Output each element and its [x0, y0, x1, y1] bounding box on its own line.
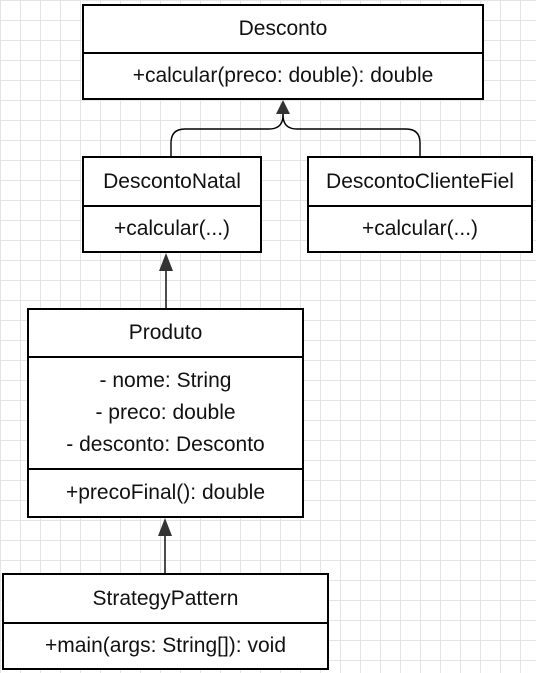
class-methods-descontonatal: +calcular(...) — [84, 207, 260, 251]
inheritance-connector-descontonatal — [170, 112, 284, 157]
attribute-nome: - nome: String — [99, 369, 232, 392]
class-box-descontoclientefiel[interactable]: DescontoClienteFiel +calcular(...) — [307, 156, 533, 253]
class-box-produto[interactable]: Produto - nome: String - preco: double -… — [27, 308, 304, 518]
class-name-descontoclientefiel: DescontoClienteFiel — [309, 158, 531, 207]
method-precofinal: +precoFinal(): double — [65, 481, 266, 504]
arrowhead-descontonatal — [159, 253, 173, 271]
method-calcular: +calcular(preco: double): double — [132, 64, 434, 87]
method-calcular: +calcular(...) — [113, 217, 231, 240]
method-main: +main(args: String[]): void — [44, 634, 286, 657]
class-attributes-produto: - nome: String - preco: double - descont… — [29, 358, 302, 470]
class-name-strategypattern: StrategyPattern — [4, 575, 327, 624]
class-methods-desconto: +calcular(preco: double): double — [84, 54, 482, 98]
class-box-descontonatal[interactable]: DescontoNatal +calcular(...) — [82, 156, 262, 253]
class-methods-descontoclientefiel: +calcular(...) — [309, 207, 531, 251]
class-methods-strategypattern: +main(args: String[]): void — [4, 624, 327, 668]
class-name-desconto: Desconto — [84, 6, 482, 54]
attribute-preco: - preco: double — [95, 401, 236, 424]
inheritance-connector-descontoclientefiel — [282, 112, 421, 157]
class-methods-produto: +precoFinal(): double — [29, 470, 302, 516]
class-name-produto: Produto — [29, 310, 302, 358]
inheritance-arrowhead-desconto — [276, 100, 290, 114]
class-box-desconto[interactable]: Desconto +calcular(preco: double): doubl… — [82, 4, 484, 100]
arrowhead-produto — [158, 518, 172, 536]
class-name-descontonatal: DescontoNatal — [84, 158, 260, 207]
class-box-strategypattern[interactable]: StrategyPattern +main(args: String[]): v… — [2, 573, 329, 670]
method-calcular: +calcular(...) — [361, 217, 479, 240]
attribute-desconto: - desconto: Desconto — [66, 433, 265, 456]
